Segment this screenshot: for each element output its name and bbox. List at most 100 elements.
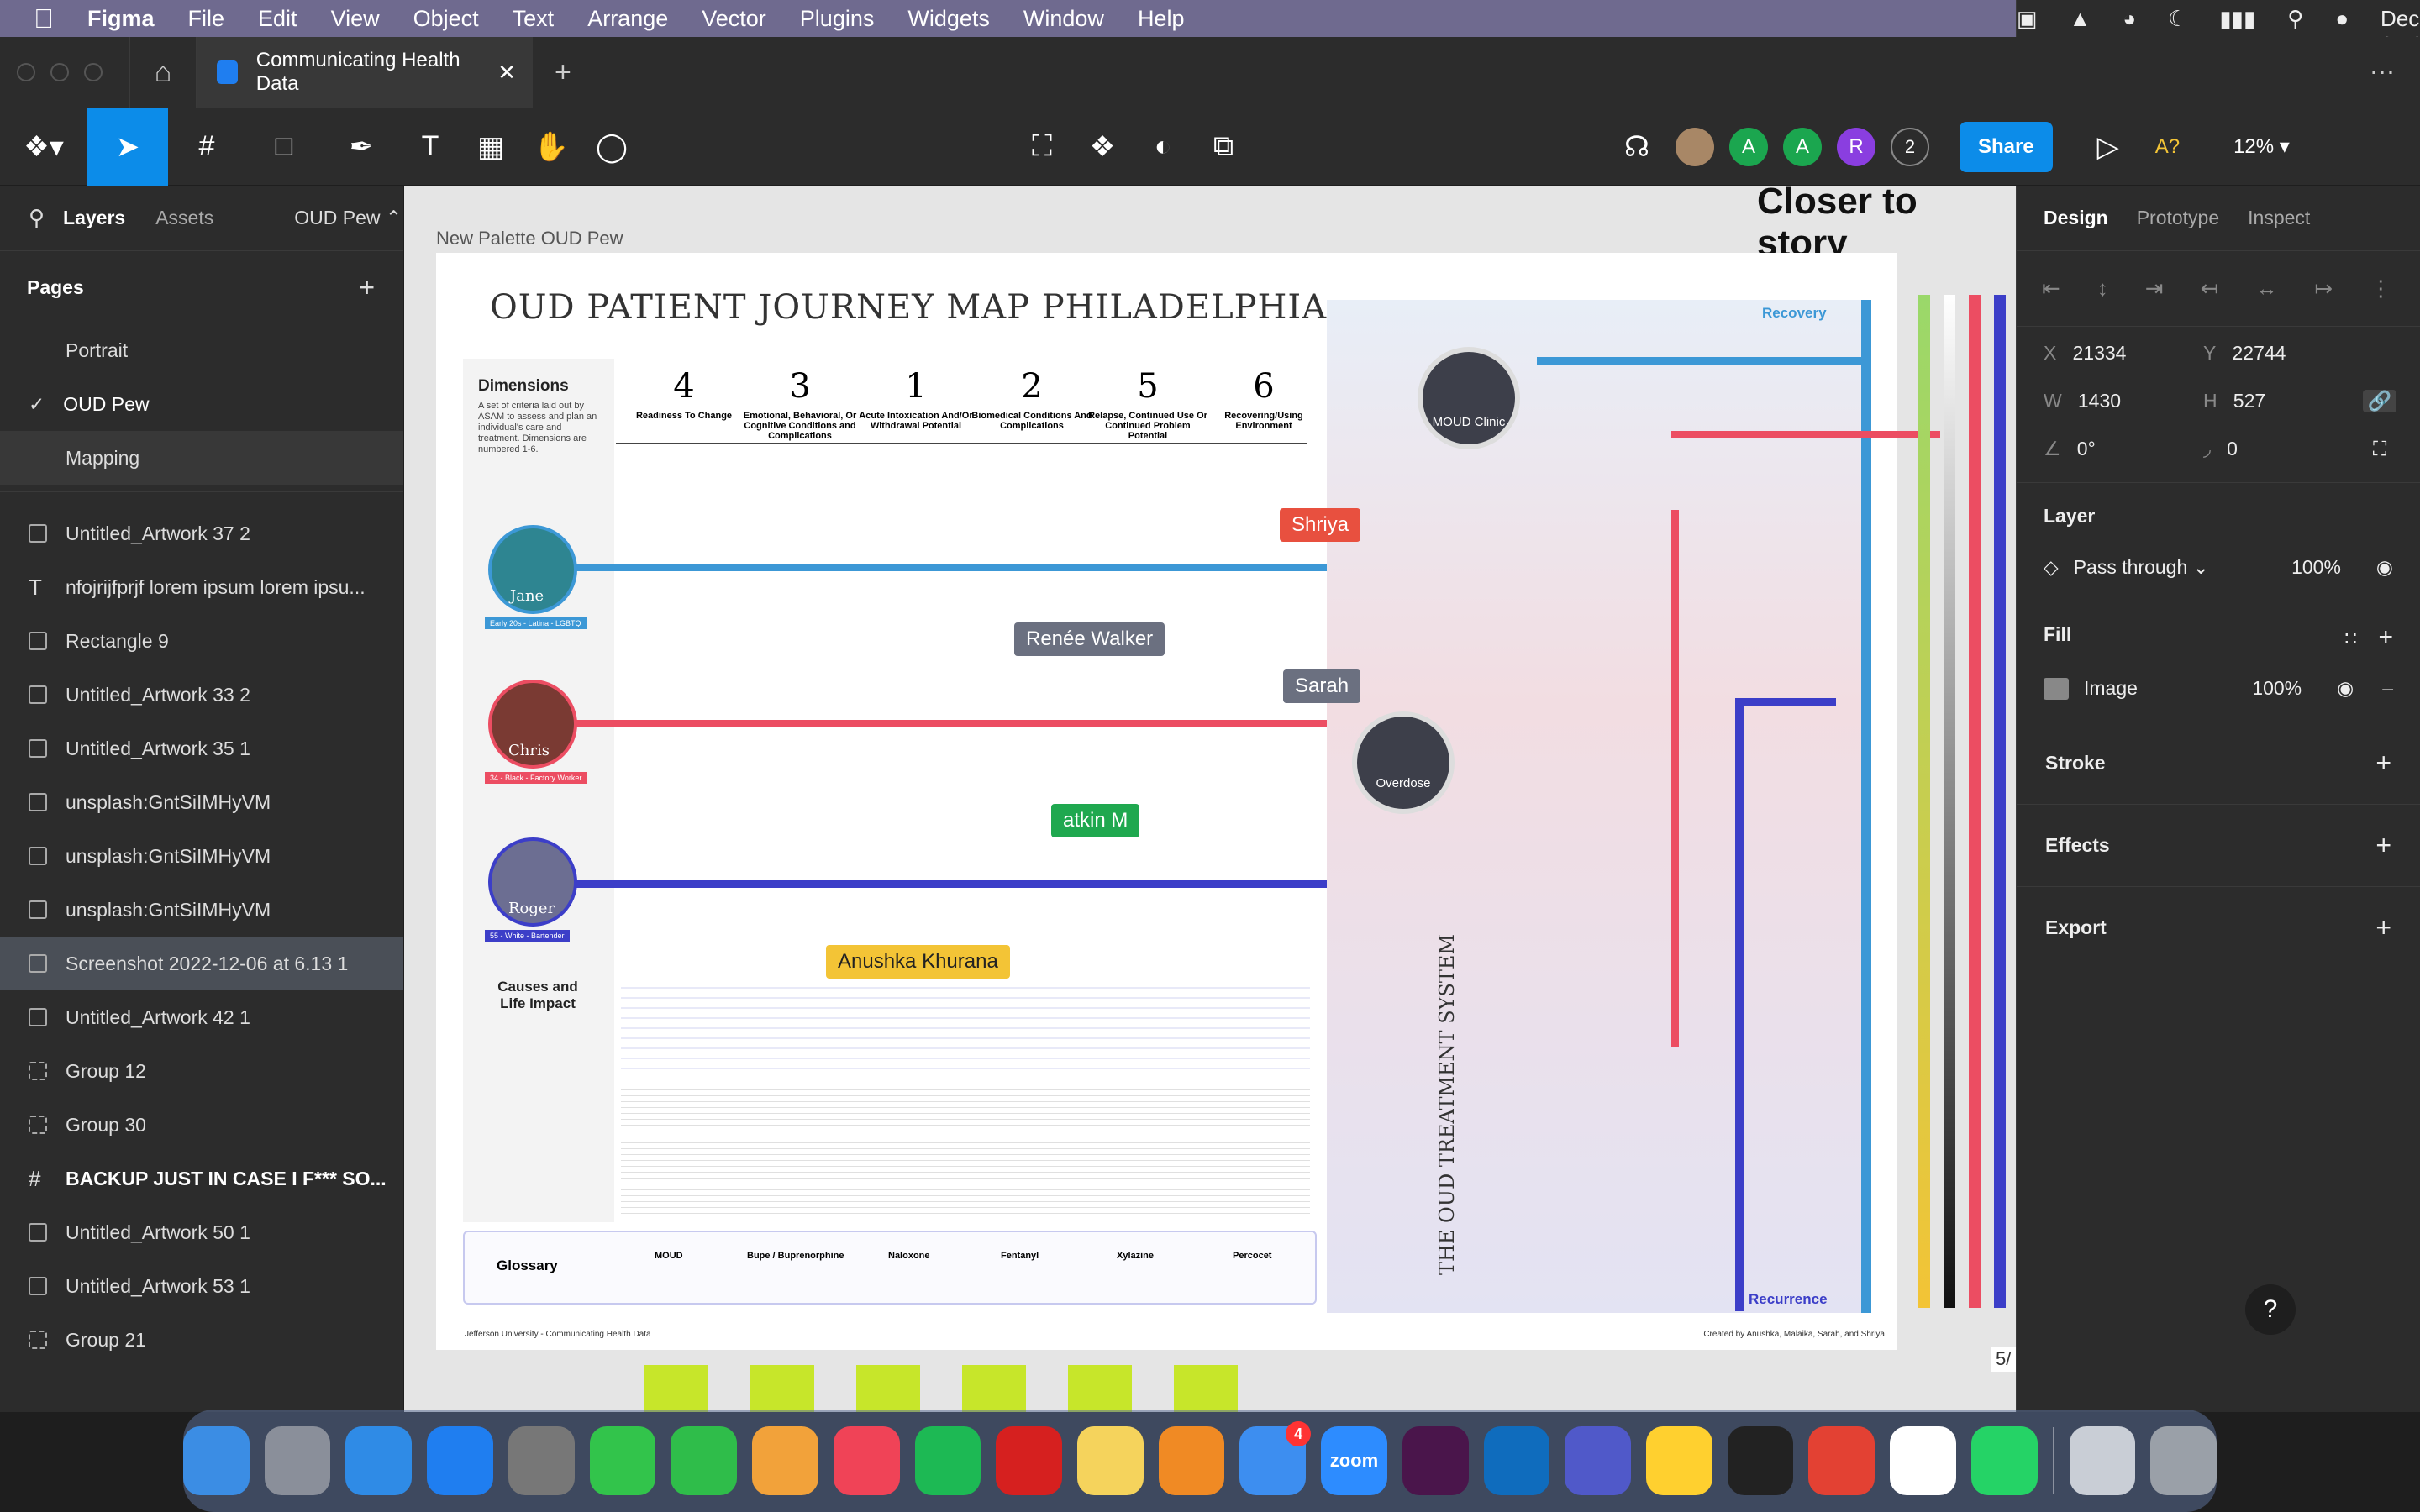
shape-tool-icon[interactable]: □ <box>275 130 293 162</box>
distribute-icon[interactable]: ⋮ <box>2370 276 2392 301</box>
y-field[interactable]: Y 22744 <box>2203 342 2363 365</box>
search-layers-icon[interactable]: ⚲ <box>29 205 45 230</box>
effects-section[interactable]: Effects+ <box>2017 805 2420 887</box>
menu-arrange[interactable]: Arrange <box>567 5 668 31</box>
dock-trash-icon[interactable] <box>2150 1426 2217 1495</box>
dock-notion-icon[interactable] <box>1890 1426 1956 1495</box>
moon-icon[interactable]: ☾ <box>2168 5 2188 31</box>
sticky-note[interactable] <box>1174 1365 1238 1412</box>
layer-artwork-50[interactable]: Untitled_Artwork 50 1 <box>0 1205 403 1259</box>
align-left-icon[interactable]: ⇤ <box>2042 276 2060 301</box>
headphones-icon[interactable]: ☊ <box>1623 130 1650 163</box>
add-fill-icon[interactable]: + <box>2378 623 2393 651</box>
add-export-icon[interactable]: + <box>2375 912 2391 942</box>
page-mapping[interactable]: Mapping <box>0 431 403 485</box>
canvas[interactable]: New Palette OUD Pew Closer to story OUD … <box>404 186 2016 1412</box>
independent-corners-icon[interactable]: ⛶ <box>2372 438 2387 459</box>
dock-whatsapp-icon[interactable] <box>1970 1426 2038 1495</box>
dock-outlook-icon[interactable] <box>1483 1426 1550 1495</box>
stroke-section[interactable]: Stroke+ <box>2017 722 2420 805</box>
page-oud-pew[interactable]: ✓OUD Pew <box>0 377 403 431</box>
main-menu-icon[interactable]: ❖▾ <box>24 130 64 163</box>
dock-finder-icon[interactable] <box>183 1426 250 1495</box>
menu-help[interactable]: Help <box>1117 5 1185 31</box>
present-icon[interactable]: ▷ <box>2096 130 2119 163</box>
menu-file[interactable]: File <box>167 5 225 31</box>
frame-tool-icon[interactable]: # <box>198 130 215 162</box>
search-icon[interactable]: ⚲ <box>2287 5 2304 31</box>
dock-documents-icon[interactable] <box>2069 1426 2136 1495</box>
export-section[interactable]: Export+ <box>2017 887 2420 969</box>
style-icon[interactable]: ∷ <box>2344 627 2357 649</box>
avatar-photo[interactable] <box>1676 127 1714 166</box>
hand-tool-icon[interactable]: ✋ <box>533 130 570 163</box>
figma-status-icon[interactable]: ▣ <box>2017 5 2038 31</box>
tab-layers[interactable]: Layers <box>63 207 126 228</box>
menu-widgets[interactable]: Widgets <box>887 5 990 31</box>
move-tool-icon[interactable]: ➤ <box>87 108 168 186</box>
radius-field[interactable]: ◞ 0 <box>2203 438 2363 460</box>
dock-app-store-icon[interactable] <box>427 1426 493 1495</box>
dock-photos-icon[interactable] <box>752 1426 818 1495</box>
dock-notes-icon[interactable] <box>1076 1426 1144 1495</box>
battery-icon[interactable]: ▮▮▮ <box>2219 5 2256 31</box>
dock-slack-icon[interactable] <box>1402 1426 1469 1495</box>
dock-teams-icon[interactable] <box>1565 1426 1631 1495</box>
x-field[interactable]: X 21334 <box>2044 342 2203 365</box>
w-field[interactable]: W 1430 <box>2044 390 2203 412</box>
more-icon[interactable]: ⋯ <box>2370 58 2395 87</box>
menu-text[interactable]: Text <box>492 5 555 31</box>
dock-system-settings-icon[interactable] <box>508 1426 575 1495</box>
frame-selection-icon[interactable]: ⛶ <box>1032 130 1052 162</box>
resources-icon[interactable]: ▦ <box>476 130 505 163</box>
remove-fill-icon[interactable]: – <box>2382 677 2393 699</box>
layer-artwork-33[interactable]: Untitled_Artwork 33 2 <box>0 668 403 722</box>
dock-mail-icon[interactable]: 4 <box>1239 1421 1312 1495</box>
apple-icon[interactable]:  <box>34 3 54 34</box>
share-button[interactable]: Share <box>1960 121 2053 172</box>
control-center-icon[interactable]: ● <box>2335 5 2349 31</box>
home-icon[interactable]: ⌂ <box>129 37 197 108</box>
image-fill-swatch[interactable] <box>2044 677 2069 700</box>
menu-edit[interactable]: Edit <box>238 5 297 31</box>
wifi-icon[interactable]: ◕ <box>2123 5 2137 31</box>
sticky-note[interactable] <box>856 1365 920 1412</box>
zoom-dropdown[interactable]: 12% ▾ <box>2233 135 2290 158</box>
more-collaborators[interactable]: 2 <box>1891 127 1929 166</box>
rotation-field[interactable]: ∠ 0° <box>2044 438 2203 460</box>
close-tab-icon[interactable]: ✕ <box>497 59 516 85</box>
sticky-note[interactable] <box>1068 1365 1132 1412</box>
align-middle-icon[interactable]: ↔ <box>2255 276 2278 301</box>
fill-eye-icon[interactable]: ◉ <box>2337 677 2354 699</box>
drive-icon[interactable]: ▲ <box>2069 5 2091 31</box>
sticky-note[interactable] <box>644 1365 708 1412</box>
dock-figma-icon[interactable] <box>1727 1426 1794 1495</box>
layer-group-12[interactable]: Group 12 <box>0 1044 403 1098</box>
new-tab-icon[interactable]: + <box>555 55 571 88</box>
layer-unsplash-1[interactable]: unsplash:GntSiIMHyVM <box>0 775 403 829</box>
dock-books-icon[interactable] <box>1158 1426 1225 1495</box>
tab-assets[interactable]: Assets <box>155 207 214 228</box>
pen-tool-icon[interactable]: ✒ <box>349 130 374 163</box>
avatar-a2[interactable]: A <box>1783 127 1822 166</box>
layer-opacity[interactable]: 100% <box>2291 556 2341 578</box>
layer-unsplash-2[interactable]: unsplash:GntSiIMHyVM <box>0 829 403 883</box>
menu-vector[interactable]: Vector <box>681 5 766 31</box>
layer-artwork-53[interactable]: Untitled_Artwork 53 1 <box>0 1259 403 1313</box>
tab-design[interactable]: Design <box>2044 207 2108 228</box>
menu-window[interactable]: Window <box>1002 5 1104 31</box>
comment-tool-icon[interactable]: ◯ <box>595 130 629 163</box>
align-center-icon[interactable]: ↕ <box>2096 276 2108 301</box>
align-top-icon[interactable]: ↤ <box>2200 276 2219 301</box>
dock-chrome-icon[interactable] <box>1808 1426 1876 1495</box>
journey-map[interactable]: OUD PATIENT JOURNEY MAP PHILADELPHIA Dim… <box>436 253 1940 1350</box>
align-bottom-icon[interactable]: ↦ <box>2314 276 2333 301</box>
layer-artwork-37[interactable]: Untitled_Artwork 37 2 <box>0 507 403 560</box>
h-field[interactable]: H 527 <box>2203 390 2363 412</box>
dock-music-icon[interactable] <box>833 1426 900 1495</box>
mask-icon[interactable]: ◐ <box>1154 130 1172 162</box>
dock-acrobat-icon[interactable] <box>996 1426 1062 1495</box>
dock-safari-icon[interactable] <box>345 1426 413 1495</box>
window-zoom-button[interactable] <box>84 63 103 81</box>
